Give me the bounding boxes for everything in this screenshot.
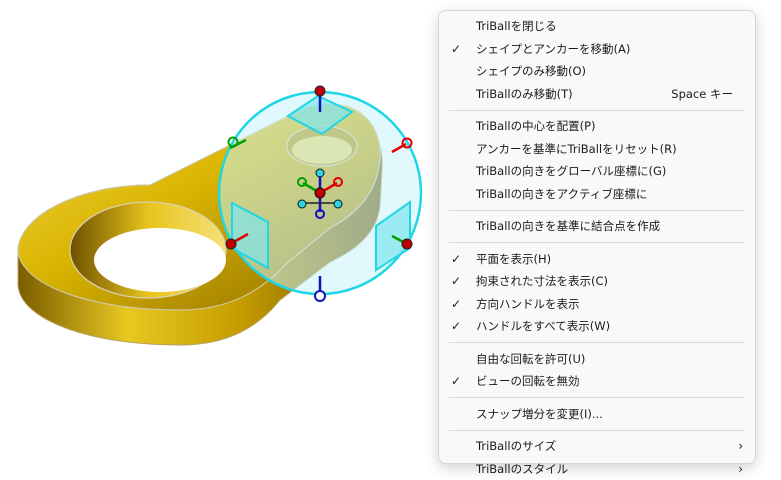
chevron-right-icon: › bbox=[738, 458, 743, 480]
handle-top[interactable] bbox=[315, 86, 325, 96]
menu-item[interactable]: TriBallのみ移動(T) Space キー bbox=[439, 83, 755, 106]
large-hole-through bbox=[94, 228, 226, 292]
menu-separator bbox=[449, 210, 745, 211]
menu-item[interactable]: TriBallの向きをグローバル座標に(G) bbox=[439, 160, 755, 183]
menu-item-label: TriBallの中心を配置(P) bbox=[476, 115, 596, 138]
menu-item-label: TriBallのスタイル bbox=[476, 458, 568, 480]
menu-separator bbox=[449, 342, 745, 343]
checkmark-icon: ✓ bbox=[449, 370, 463, 393]
menu-item-label: スナップ増分を変更(I)... bbox=[476, 403, 603, 426]
handle-bottom[interactable] bbox=[315, 291, 325, 301]
checkmark-icon: ✓ bbox=[449, 38, 463, 61]
menu-item[interactable]: TriBallの向きを基準に結合点を作成 bbox=[439, 215, 755, 238]
menu-item-label: 自由な回転を許可(U) bbox=[476, 348, 585, 371]
menu-separator bbox=[449, 430, 745, 431]
triball-context-menu: TriBallを閉じる✓シェイプとアンカーを移動(A)シェイプのみ移動(O)Tr… bbox=[438, 10, 756, 464]
checkmark-icon: ✓ bbox=[449, 293, 463, 316]
menu-item-label: 拘束された寸法を表示(C) bbox=[476, 270, 608, 293]
handle-right[interactable] bbox=[402, 239, 412, 249]
menu-item-label: TriBallの向きを基準に結合点を作成 bbox=[476, 215, 660, 238]
menu-item-label: 平面を表示(H) bbox=[476, 248, 551, 271]
center-handle-left[interactable] bbox=[298, 200, 306, 208]
checkmark-icon: ✓ bbox=[449, 248, 463, 271]
menu-item[interactable]: アンカーを基準にTriBallをリセット(R) bbox=[439, 138, 755, 161]
menu-item[interactable]: 自由な回転を許可(U) bbox=[439, 348, 755, 371]
menu-item[interactable]: スナップ増分を変更(I)... bbox=[439, 403, 755, 426]
menu-item[interactable]: ✓ ビューの回転を無効 bbox=[439, 370, 755, 393]
center-handle-right[interactable] bbox=[334, 200, 342, 208]
chevron-right-icon: › bbox=[738, 435, 743, 458]
menu-item[interactable]: ✓ 平面を表示(H) bbox=[439, 248, 755, 271]
handle-left[interactable] bbox=[226, 239, 236, 249]
menu-item-label: TriBallのサイズ bbox=[476, 435, 556, 458]
center-handle-top[interactable] bbox=[316, 169, 324, 177]
menu-item-label: TriBallの向きをグローバル座標に(G) bbox=[476, 160, 666, 183]
menu-separator bbox=[449, 110, 745, 111]
menu-item[interactable]: TriBallを閉じる bbox=[439, 15, 755, 38]
menu-item-label: TriBallのみ移動(T) bbox=[476, 83, 573, 106]
menu-separator bbox=[449, 242, 745, 243]
menu-item[interactable]: TriBallのサイズ › bbox=[439, 435, 755, 458]
menu-item[interactable]: シェイプのみ移動(O) bbox=[439, 60, 755, 83]
checkmark-icon: ✓ bbox=[449, 270, 463, 293]
menu-item[interactable]: TriBallの中心を配置(P) bbox=[439, 115, 755, 138]
center-point[interactable] bbox=[315, 188, 325, 198]
menu-item-label: ビューの回転を無効 bbox=[476, 370, 580, 393]
menu-item[interactable]: ✓ シェイプとアンカーを移動(A) bbox=[439, 38, 755, 61]
menu-item[interactable]: TriBallの向きをアクティブ座標に bbox=[439, 183, 755, 206]
menu-item-label: シェイプとアンカーを移動(A) bbox=[476, 38, 630, 61]
menu-item-shortcut: Space キー bbox=[671, 83, 733, 106]
menu-item[interactable]: TriBallのスタイル › bbox=[439, 458, 755, 480]
checkmark-icon: ✓ bbox=[449, 315, 463, 338]
menu-item[interactable]: ✓ ハンドルをすべて表示(W) bbox=[439, 315, 755, 338]
menu-item-label: 方向ハンドルを表示 bbox=[476, 293, 580, 316]
menu-separator bbox=[449, 397, 745, 398]
menu-item-label: アンカーを基準にTriBallをリセット(R) bbox=[476, 138, 677, 161]
menu-item[interactable]: ✓ 拘束された寸法を表示(C) bbox=[439, 270, 755, 293]
menu-item-label: TriBallの向きをアクティブ座標に bbox=[476, 183, 647, 206]
menu-item-label: TriBallを閉じる bbox=[476, 15, 557, 38]
menu-item-label: シェイプのみ移動(O) bbox=[476, 60, 586, 83]
menu-item[interactable]: ✓ 方向ハンドルを表示 bbox=[439, 293, 755, 316]
menu-item-label: ハンドルをすべて表示(W) bbox=[476, 315, 610, 338]
